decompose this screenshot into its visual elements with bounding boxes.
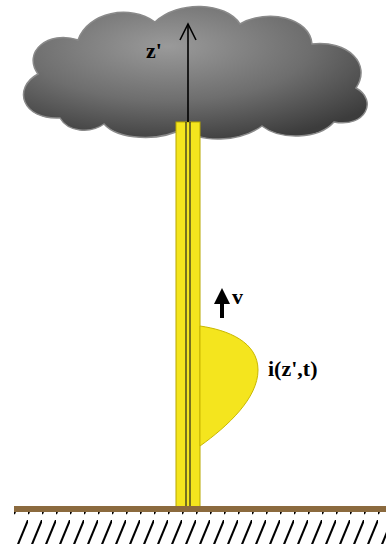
current-distribution <box>200 326 258 446</box>
velocity-arrow <box>214 288 230 318</box>
z-axis-arrow <box>180 24 196 122</box>
lightning-channel <box>176 122 200 510</box>
cloud <box>24 6 368 139</box>
axis-label: z' <box>146 40 162 62</box>
current-label: i(z',t) <box>268 358 317 380</box>
ground <box>14 506 386 544</box>
velocity-label: v <box>232 286 243 308</box>
